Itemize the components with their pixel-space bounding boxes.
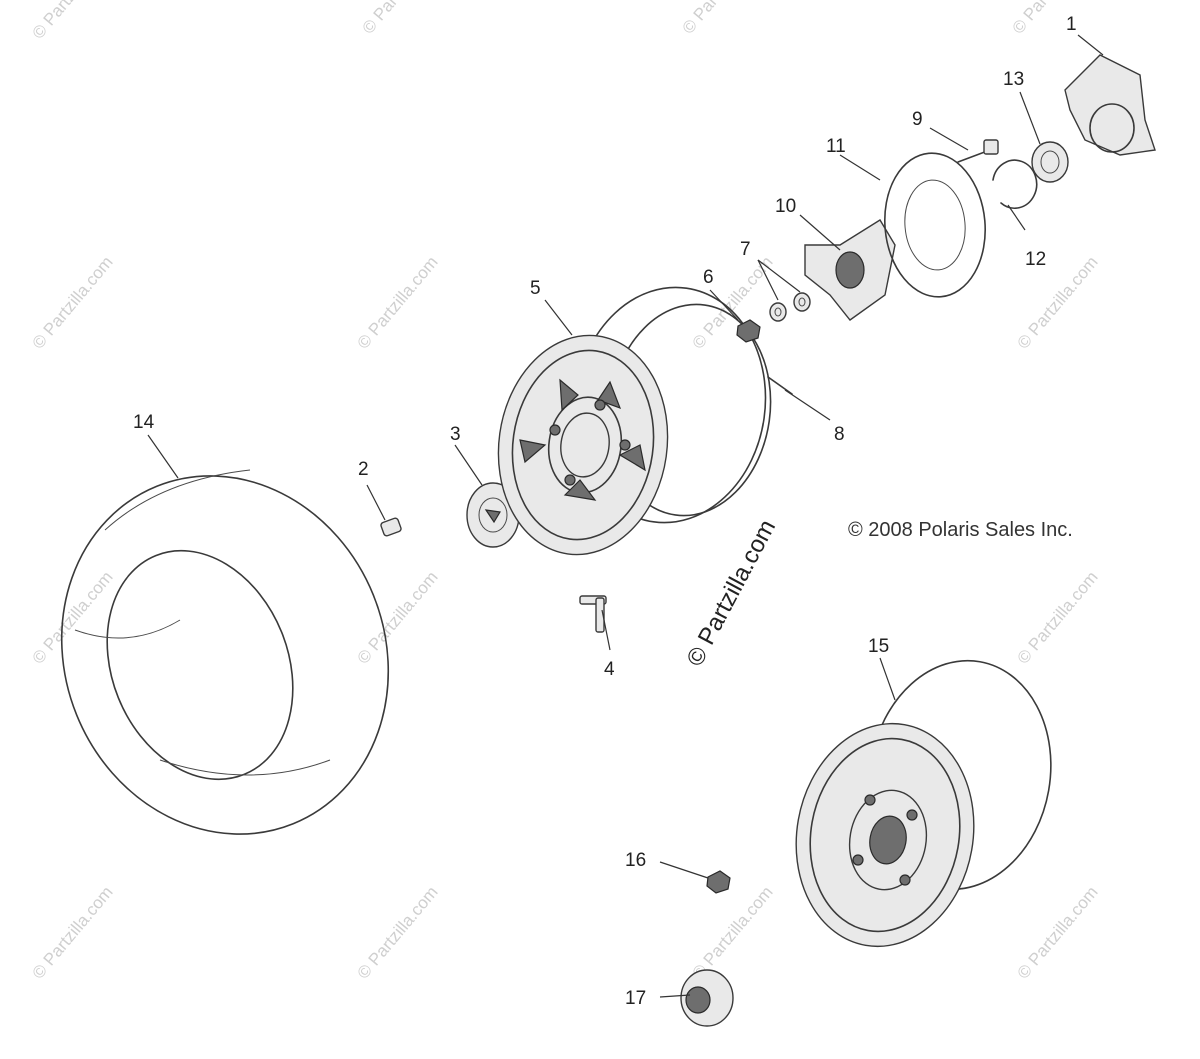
callout-10: 10 (775, 196, 796, 217)
lug-stud[interactable] (579, 595, 607, 633)
watermark: © Partzilla.com (29, 568, 117, 668)
watermark: © Partzilla.com (689, 883, 777, 983)
watermark: © Partzilla.com (1014, 568, 1102, 668)
callout-13: 13 (1003, 69, 1024, 90)
brake-disc[interactable] (879, 149, 991, 301)
hub-cap[interactable] (680, 969, 734, 1027)
watermark: © Partzilla.com (29, 883, 117, 983)
callout-16: 16 (625, 850, 646, 871)
callout-2: 2 (358, 459, 369, 480)
watermark: © Partzilla.com (1014, 883, 1102, 983)
watermark: © Partzilla.com (29, 0, 117, 43)
watermark: © Partzilla.com (689, 253, 777, 353)
tire[interactable] (8, 426, 441, 883)
callout-5: 5 (530, 278, 541, 299)
watermark: © Partzilla.com (359, 0, 447, 38)
hub[interactable] (804, 219, 896, 321)
watermark: © Partzilla.com (1009, 0, 1097, 38)
lug-nut[interactable] (736, 319, 761, 343)
callout-14: 14 (133, 412, 155, 433)
copyright-notice: © 2008 Polaris Sales Inc. (848, 519, 1073, 541)
callout-15: 15 (868, 636, 889, 657)
callout-1: 1 (1066, 14, 1077, 35)
rear-wheel[interactable] (779, 646, 1069, 960)
washers[interactable] (769, 292, 811, 322)
callout-9: 9 (912, 109, 923, 130)
callouts: 1 2 3 4 5 6 7 8 9 10 11 12 13 14 15 16 1… (133, 14, 1077, 1009)
watermark: © Partzilla.com (354, 253, 442, 353)
callout-17: 17 (625, 988, 646, 1009)
bolt[interactable] (957, 139, 999, 163)
knuckle[interactable] (1064, 54, 1156, 156)
bearing[interactable] (1031, 141, 1069, 183)
callout-11: 11 (826, 136, 846, 157)
callout-7: 7 (740, 239, 751, 260)
watermark: © Partzilla.com (354, 883, 442, 983)
callout-8: 8 (834, 424, 845, 445)
center-watermark: © Partzilla.com (681, 515, 781, 670)
callout-6: 6 (703, 267, 714, 288)
watermark: © Partzilla.com (354, 568, 442, 668)
watermark: © Partzilla.com (29, 253, 117, 353)
callout-4: 4 (604, 659, 615, 680)
leader-lines (147, 34, 1104, 998)
wheel-nut[interactable] (706, 870, 731, 894)
valve-stem[interactable] (380, 517, 402, 537)
front-wheel[interactable] (485, 275, 784, 566)
callout-3: 3 (450, 424, 461, 445)
watermark: © Partzilla.com (679, 0, 767, 38)
callout-12: 12 (1025, 249, 1046, 270)
retaining-ring[interactable] (992, 159, 1038, 209)
cotter-pin[interactable] (767, 376, 793, 395)
